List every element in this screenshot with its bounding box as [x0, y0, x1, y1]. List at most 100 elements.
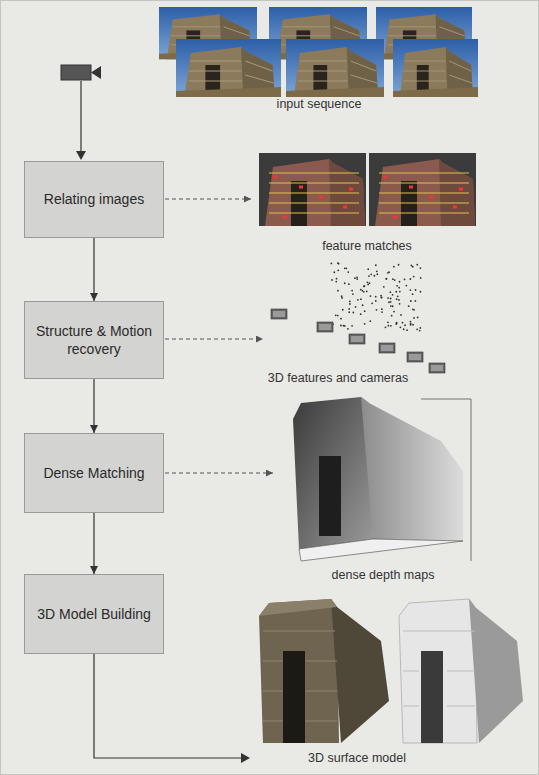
point-dot	[399, 303, 401, 305]
point-dot	[381, 297, 383, 299]
point-dot	[414, 300, 416, 302]
point-dot	[348, 311, 350, 313]
point-dot	[337, 315, 339, 317]
point-dot	[369, 282, 371, 284]
point-dot	[355, 306, 357, 308]
flow-arrow	[93, 513, 94, 574]
point-dot	[415, 289, 417, 291]
point-dot	[399, 281, 401, 283]
point-dot	[391, 315, 393, 317]
point-dot	[340, 318, 342, 320]
point-dot	[420, 277, 422, 279]
flow-arrow	[93, 379, 94, 433]
point-dot	[336, 278, 338, 280]
point-dot	[420, 291, 422, 293]
point-dot	[368, 275, 370, 277]
point-dot	[351, 290, 353, 292]
point-dot	[398, 287, 400, 289]
point-dot	[366, 290, 368, 292]
point-dot	[409, 278, 411, 280]
point-dot	[344, 282, 346, 284]
point-dot	[393, 311, 395, 313]
point-dot	[399, 291, 401, 293]
point-dot	[395, 323, 397, 325]
input-images	[159, 7, 478, 97]
point-dot	[387, 321, 389, 323]
point-dot	[349, 303, 351, 305]
point-dot	[348, 308, 350, 310]
process-box: Structure & Motion recovery	[24, 301, 164, 379]
point-dot	[412, 324, 414, 326]
point-dot	[400, 314, 402, 316]
point-dot	[333, 271, 335, 273]
point-dot	[370, 295, 372, 297]
point-dot	[347, 271, 349, 273]
point-dot	[397, 295, 399, 297]
point-dot	[364, 310, 366, 312]
point-dot	[396, 322, 398, 324]
point-dot	[390, 325, 392, 327]
point-dot	[375, 264, 377, 266]
point-cloud	[330, 262, 421, 331]
point-dot	[381, 308, 383, 310]
point-dot	[369, 320, 371, 322]
point-dot	[347, 328, 349, 330]
point-dot	[394, 279, 396, 281]
point-dot	[413, 276, 415, 278]
point-dot	[419, 327, 421, 329]
point-dot	[345, 267, 347, 269]
point-dot	[398, 264, 400, 266]
point-dot	[360, 289, 362, 291]
point-dot	[412, 308, 414, 310]
point-dot	[410, 324, 412, 326]
point-dot	[385, 326, 387, 328]
point-dot	[416, 328, 418, 330]
figure-caption: 3D features and cameras	[266, 371, 410, 385]
point-dot	[406, 329, 408, 331]
point-dot	[405, 285, 407, 287]
point-dot	[396, 285, 398, 287]
camera-icon	[61, 65, 101, 160]
point-dot	[417, 317, 419, 319]
point-dot	[352, 293, 354, 295]
point-dot	[375, 300, 377, 302]
process-box: Dense Matching	[24, 433, 164, 513]
point-dot	[341, 295, 343, 297]
point-dot	[364, 323, 366, 325]
dashed-leader	[165, 199, 273, 473]
surface-model-shaded	[399, 599, 523, 743]
point-dot	[400, 326, 402, 328]
point-dot	[340, 325, 342, 327]
point-dot	[412, 293, 414, 295]
point-dot	[403, 328, 405, 330]
point-dot	[376, 270, 378, 272]
step-label: Structure & Motion recovery	[33, 322, 155, 358]
surface-model-textured	[259, 599, 389, 743]
point-dot	[408, 305, 410, 307]
figure-caption: 3D surface model	[306, 751, 408, 765]
point-dot	[420, 267, 422, 269]
point-dot	[388, 271, 390, 273]
point-dot	[362, 304, 364, 306]
point-dot	[381, 311, 383, 313]
point-dot	[390, 301, 392, 303]
point-dot	[383, 286, 385, 288]
point-dot	[404, 324, 406, 326]
point-dot	[344, 325, 346, 327]
point-dot	[395, 291, 397, 293]
point-dot	[364, 285, 366, 287]
point-dot	[385, 278, 387, 280]
point-dot	[363, 286, 365, 288]
point-dot	[335, 281, 337, 283]
point-dot	[357, 299, 359, 301]
process-box: Relating images	[24, 161, 164, 238]
point-dot	[390, 298, 392, 300]
point-dot	[402, 322, 404, 324]
point-dot	[390, 305, 392, 307]
point-dot	[356, 276, 358, 278]
point-dot	[381, 297, 383, 299]
point-dot	[360, 313, 362, 315]
